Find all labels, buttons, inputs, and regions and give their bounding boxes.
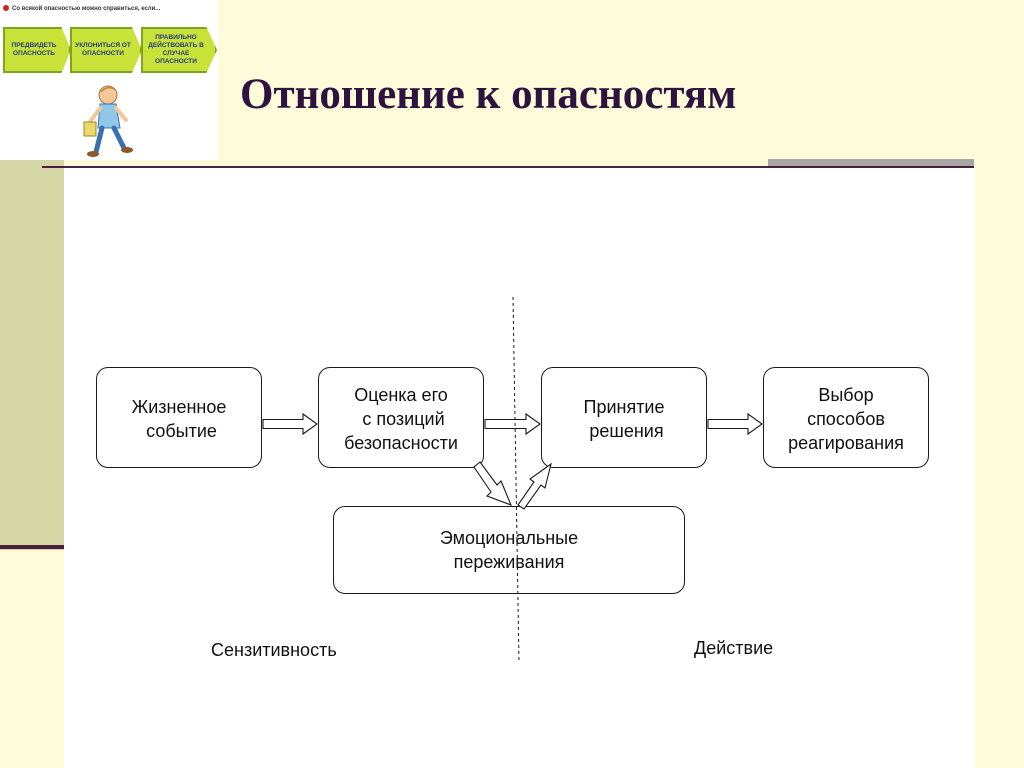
thumbnail-image: Со всякой опасностью можно справиться, е… bbox=[0, 0, 218, 160]
gray-accent-bar bbox=[768, 159, 974, 167]
box-safety-assessment-text: Оценка его с позиций безопасности bbox=[344, 385, 458, 453]
box-response-choice-text: Выбор способов реагирования bbox=[788, 385, 904, 453]
label-sensitivity: Сензитивность bbox=[211, 640, 337, 660]
box-decision-making bbox=[541, 367, 707, 468]
thumbnail-step-1: ПРЕДВИДЕТЬ ОПАСНОСТЬ bbox=[3, 27, 71, 73]
box-decision-making-text: Принятие решения bbox=[583, 397, 665, 441]
thumbnail-caption: Со всякой опасностью можно справиться, е… bbox=[3, 3, 215, 16]
label-action: Действие bbox=[694, 638, 774, 658]
box-emotional-experience bbox=[333, 506, 685, 594]
left-sidebar-panel bbox=[0, 160, 64, 550]
thumbnail-caption-text: Со всякой опасностью можно справиться, е… bbox=[12, 6, 161, 12]
box-safety-assessment bbox=[318, 367, 484, 468]
box-life-event bbox=[96, 367, 262, 468]
sidebar-divider-rule bbox=[0, 545, 64, 549]
diagram-panel bbox=[64, 168, 975, 768]
warning-dot-icon bbox=[3, 5, 9, 12]
slide-title: Отношение к опасностям bbox=[240, 71, 737, 118]
thumbnail-step-2: УКЛОНИТЬСЯ ОТ ОПАСНОСТИ bbox=[70, 27, 142, 73]
thumbnail-step-3: ПРАВИЛЬНО ДЕЙСТВОВАТЬ В СЛУЧАЕ ОПАСНОСТИ bbox=[141, 27, 217, 73]
walking-boy-icon bbox=[83, 85, 133, 157]
box-emotional-experience-text: Эмоциональные переживания bbox=[439, 528, 579, 572]
box-response-choice bbox=[763, 367, 929, 468]
top-divider-rule bbox=[42, 166, 974, 168]
box-life-event-text: Жизненное событие bbox=[131, 397, 227, 441]
